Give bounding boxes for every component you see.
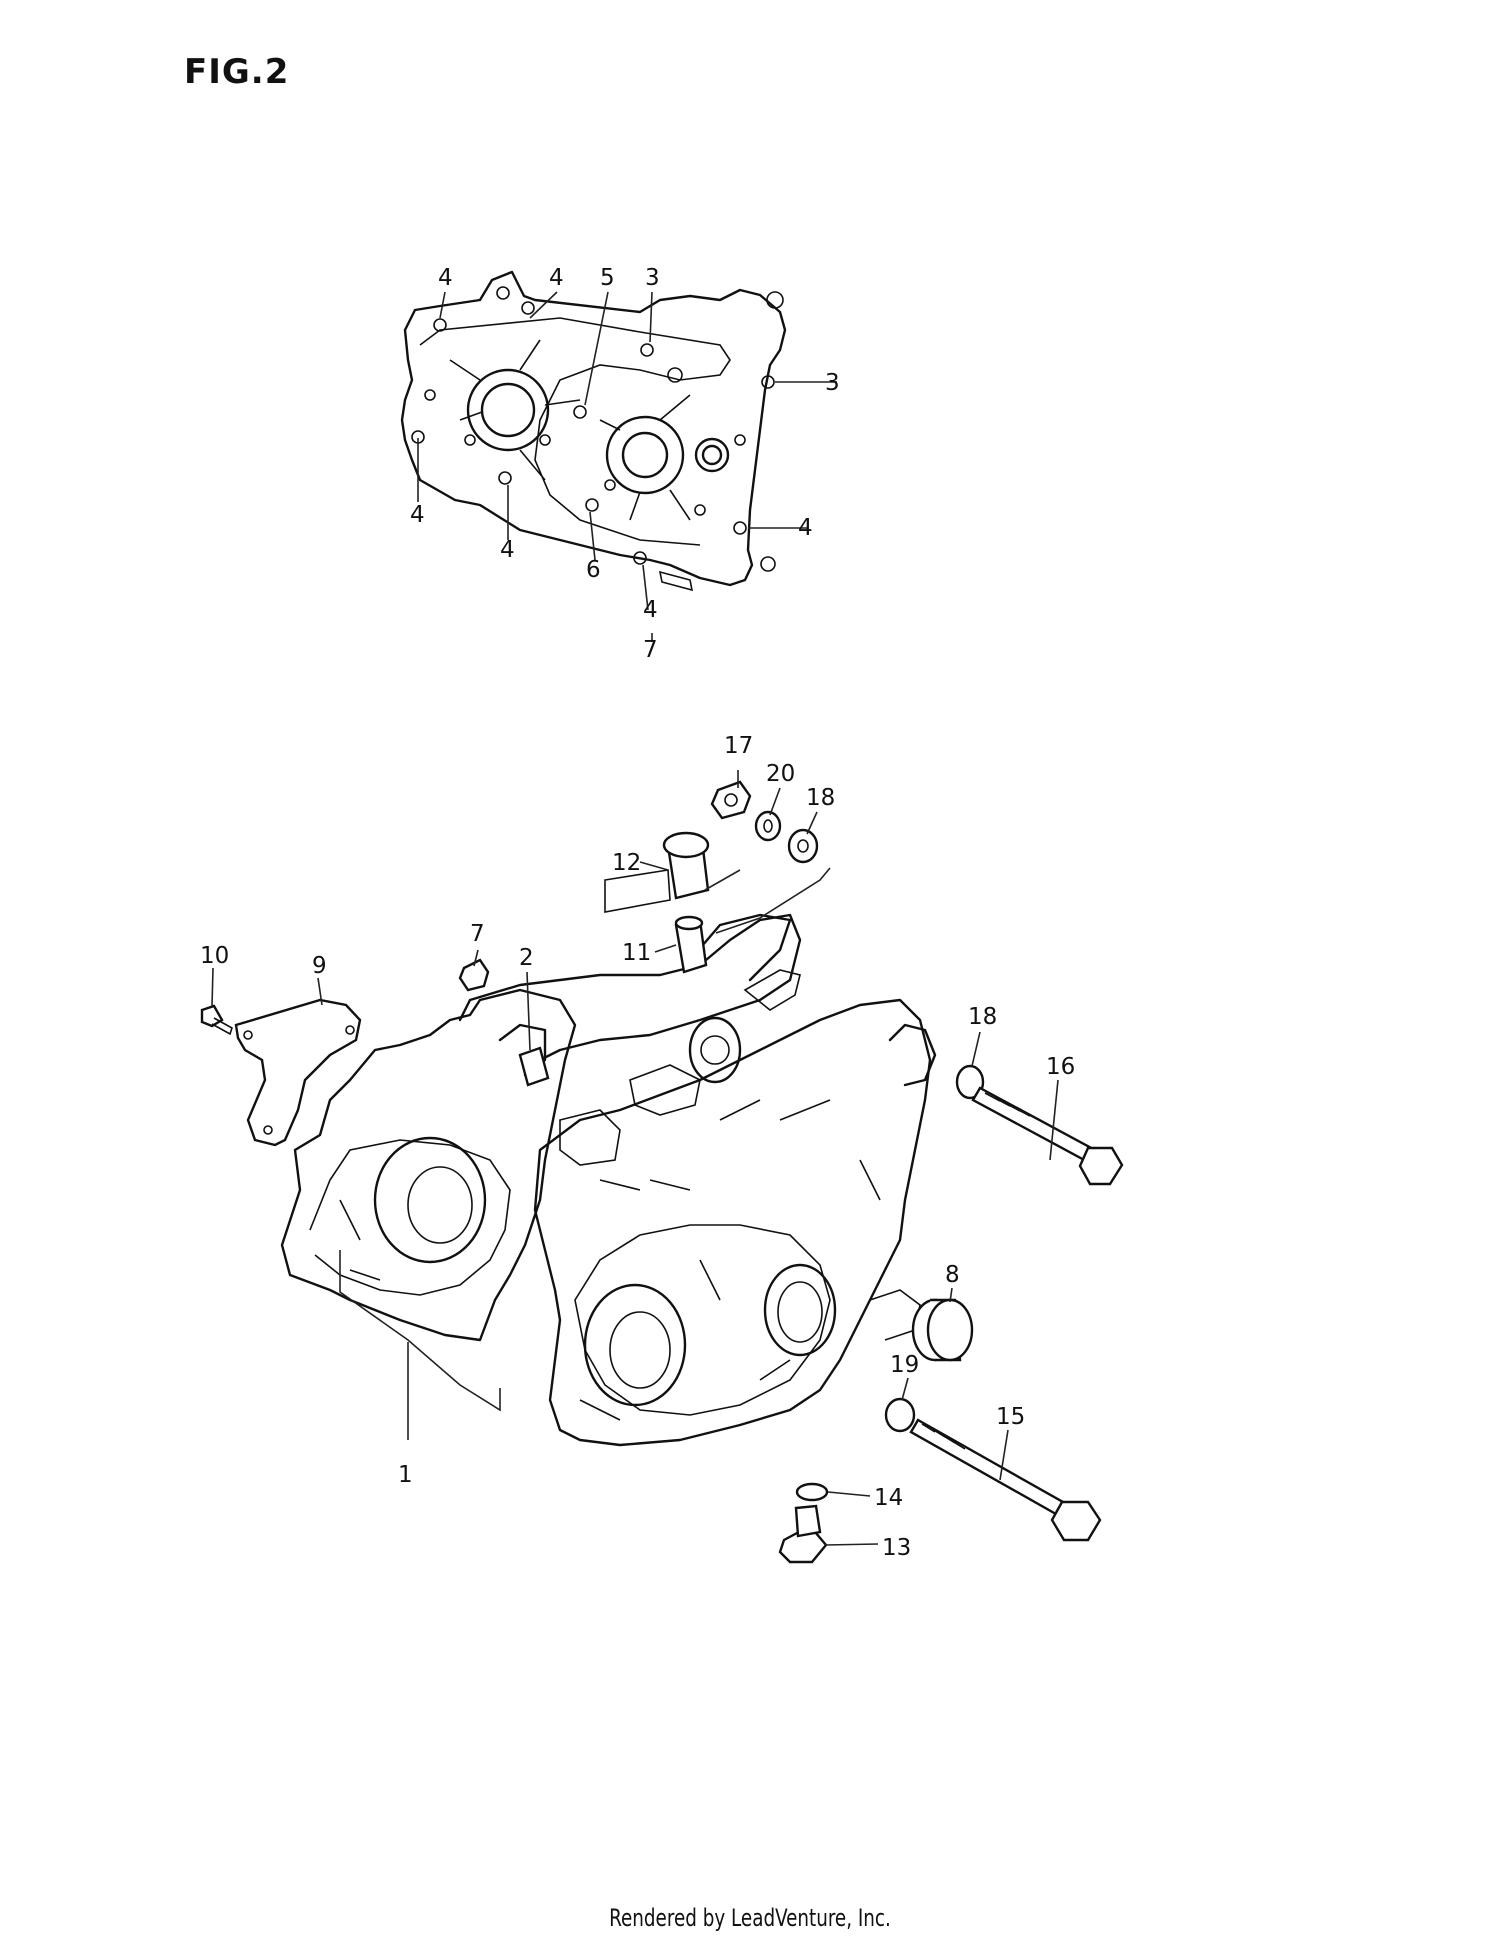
callout-case-16: 16 — [1046, 1054, 1075, 1080]
callout-case-8: 8 — [945, 1262, 960, 1288]
render-credit-footer: Rendered by LeadVenture, Inc. — [609, 1904, 891, 1932]
callout-gasket-6: 6 — [586, 557, 601, 583]
figure-title: FIG.2 — [184, 52, 290, 92]
callout-case-2: 2 — [519, 945, 534, 971]
callout-gasket-4d: 4 — [500, 537, 515, 563]
callout-gasket-3b: 3 — [825, 370, 840, 396]
callout-case-18a: 18 — [806, 785, 835, 811]
crankcase-gasket-drawing — [400, 270, 787, 592]
callout-gasket-4e: 4 — [798, 515, 813, 541]
callout-gasket-5: 5 — [600, 265, 615, 291]
callout-case-11: 11 — [622, 940, 651, 966]
callout-case-7: 7 — [470, 921, 485, 947]
callout-case-17: 17 — [724, 733, 753, 759]
callout-case-20: 20 — [766, 761, 795, 787]
callout-gasket-4b: 4 — [549, 265, 564, 291]
callout-gasket-4a: 4 — [438, 265, 453, 291]
callout-case-19: 19 — [890, 1352, 919, 1378]
callout-case-12: 12 — [612, 850, 641, 876]
callout-gasket-7: 7 — [643, 637, 658, 663]
callout-case-1: 1 — [398, 1462, 413, 1488]
loose-parts-drawing — [200, 780, 1124, 1564]
callout-gasket-4f: 4 — [643, 597, 658, 623]
crankcase-assembly-drawing — [280, 913, 937, 1447]
callout-gasket-3a: 3 — [645, 265, 660, 291]
case-leader-lines — [211, 770, 1059, 1546]
case-callouts: 17 20 18 12 11 7 2 10 9 18 16 8 19 15 14… — [200, 733, 1075, 1561]
callout-gasket-4c: 4 — [410, 502, 425, 528]
callout-case-9: 9 — [312, 953, 327, 979]
callout-case-15: 15 — [996, 1404, 1025, 1430]
callout-case-13: 13 — [882, 1535, 911, 1561]
callout-case-14: 14 — [874, 1485, 903, 1511]
callout-case-10: 10 — [200, 943, 229, 969]
gasket-leader-lines — [417, 291, 837, 642]
gasket-callouts: 4 4 5 3 3 4 4 6 4 4 7 — [410, 265, 840, 663]
callout-case-18b: 18 — [968, 1004, 997, 1030]
